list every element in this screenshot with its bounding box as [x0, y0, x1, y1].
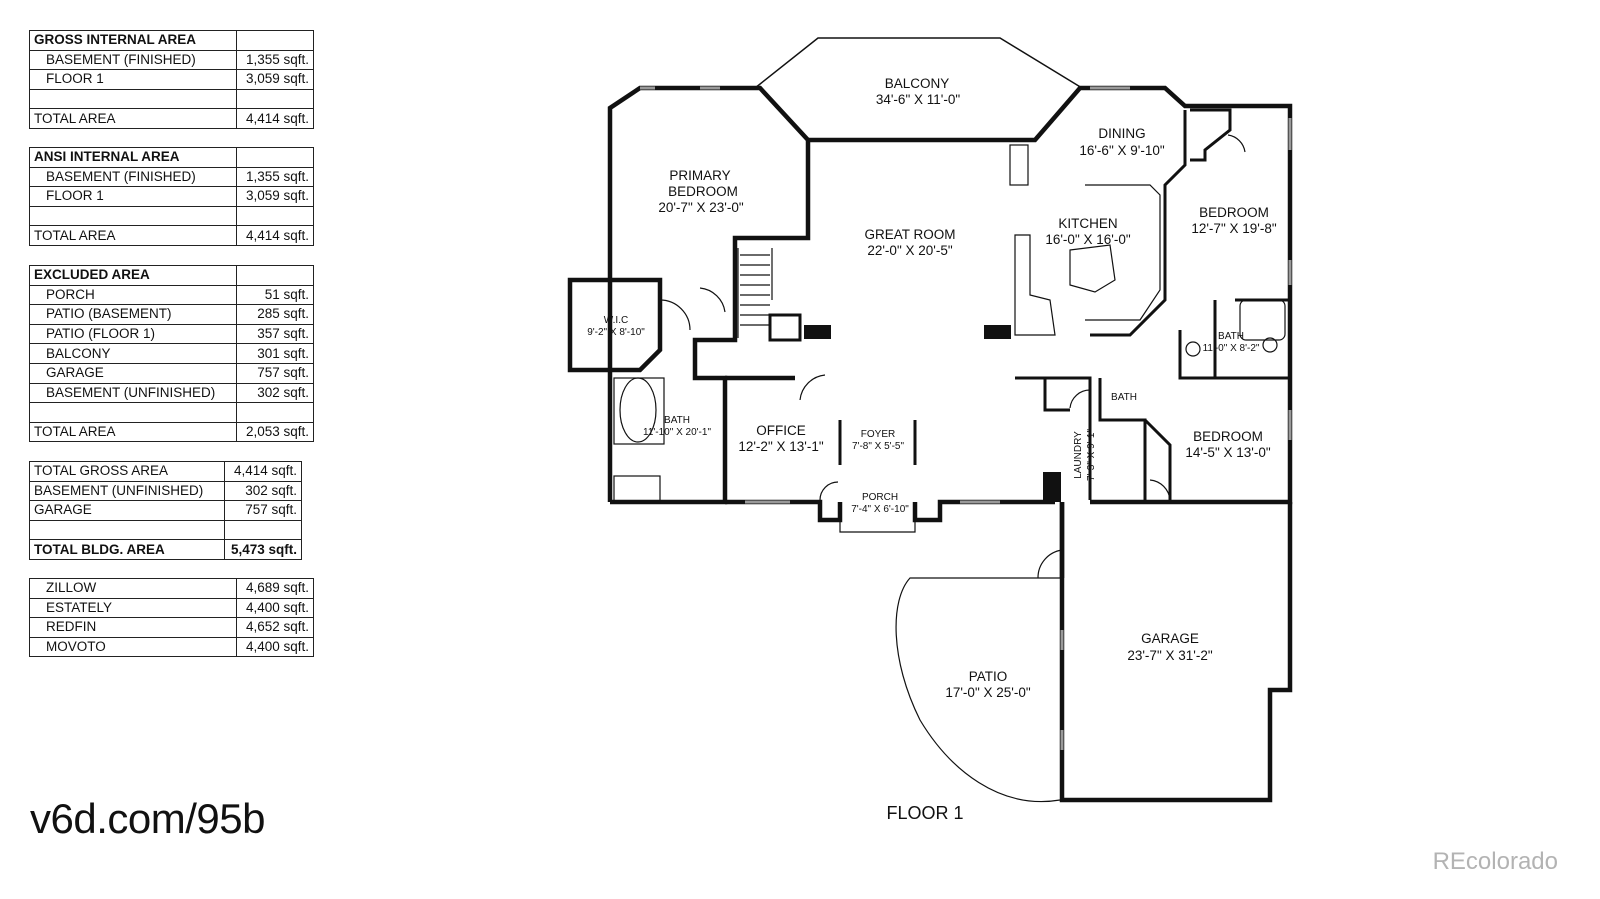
table-row: BASEMENT (UNFINISHED)302 sqft.: [29, 480, 302, 502]
room-bath-primary-size: 11'-10" X 20'-1": [643, 427, 711, 438]
room-porch-name: PORCH: [862, 492, 898, 503]
room-laundry-name: LAUNDRY: [1073, 431, 1084, 479]
table-row: PATIO (BASEMENT)285 sqft.: [29, 304, 314, 325]
row-value: 3,059 sqft.: [236, 69, 314, 90]
row-value: 2,053 sqft.: [236, 421, 314, 443]
room-laundry-size: 7'-3" X 9'-1": [1086, 429, 1097, 482]
room-kitchen-name: KITCHEN: [1058, 216, 1117, 231]
row-value: 4,652 sqft.: [236, 617, 314, 638]
row-label: ANSI INTERNAL AREA: [29, 147, 237, 168]
room-bedroom-ne-size: 12'-7" X 19'-8": [1191, 221, 1276, 236]
room-bath-e-size: 11'-0" X 8'-2": [1203, 343, 1260, 354]
room-dining-name: DINING: [1098, 126, 1145, 141]
room-bedroom-se-size: 14'-5" X 13'-0": [1185, 445, 1270, 460]
room-balcony-name: BALCONY: [885, 76, 950, 91]
row-value: 4,414 sqft.: [236, 108, 314, 129]
row-value: 4,400 sqft.: [236, 636, 314, 658]
row-value: 301 sqft.: [236, 343, 314, 364]
room-office-size: 12'-2" X 13'-1": [738, 439, 823, 454]
room-garage-name: GARAGE: [1141, 631, 1199, 646]
floor-label: FLOOR 1: [886, 803, 963, 823]
room-wic-name: W.I.C: [604, 315, 628, 326]
row-value: 285 sqft.: [236, 304, 314, 325]
row-value: 51 sqft.: [236, 284, 314, 306]
room-bath-primary-name: BATH: [664, 415, 690, 426]
room-garage-size: 23'-7" X 31'-2": [1127, 648, 1212, 663]
room-balcony-size: 34'-6" X 11'-0": [876, 92, 960, 107]
room-foyer-name: FOYER: [861, 429, 895, 440]
row-value: 4,414 sqft.: [236, 225, 314, 246]
watermark: REcolorado: [1432, 848, 1558, 875]
room-kitchen-size: 16'-0" X 16'-0": [1045, 232, 1130, 247]
row-label: TOTAL BLDG. AREA: [29, 539, 225, 560]
table-row: GROSS INTERNAL AREA: [29, 30, 314, 51]
room-primary-name2: BEDROOM: [668, 184, 738, 199]
row-value: 1,355 sqft.: [236, 166, 314, 188]
room-foyer-size: 7'-8" X 5'-5": [852, 441, 905, 452]
room-primary-name1: PRIMARY: [669, 168, 730, 183]
room-dining-size: 16'-6" X 9'-10": [1079, 143, 1164, 158]
table-row: PATIO (FLOOR 1)357 sqft.: [29, 323, 314, 345]
table-row: BASEMENT (FINISHED)1,355 sqft.: [29, 49, 314, 71]
row-value: 302 sqft.: [224, 480, 302, 502]
table-row: BASEMENT (FINISHED)1,355 sqft.: [29, 166, 314, 188]
room-patio-size: 17'-0" X 25'-0": [945, 685, 1030, 700]
room-office-name: OFFICE: [756, 423, 806, 438]
row-value: 5,473 sqft.: [224, 539, 302, 560]
room-porch-size: 7'-4" X 6'-10": [851, 504, 909, 515]
room-primary-size: 20'-7" X 23'-0": [658, 200, 743, 215]
row-label: BASEMENT (FINISHED): [29, 166, 237, 188]
room-bedroom-se-name: BEDROOM: [1193, 429, 1263, 444]
row-label: TOTAL AREA: [29, 108, 237, 129]
room-bath-mid-name: BATH: [1111, 392, 1137, 403]
appliances: [804, 325, 1061, 502]
row-value: 4,414 sqft.: [224, 461, 302, 482]
row-label: PATIO (FLOOR 1): [29, 323, 237, 345]
table-row: ANSI INTERNAL AREA: [29, 147, 314, 168]
room-bedroom-ne-name: BEDROOM: [1199, 205, 1269, 220]
short-url: v6d.com/95b: [30, 795, 265, 842]
room-bath-e-name: BATH: [1218, 331, 1244, 342]
table-row: [29, 519, 302, 541]
room-wic-size: 9'-2" X 8'-10": [587, 327, 645, 338]
row-label: PATIO (BASEMENT): [29, 304, 237, 325]
room-great-size: 22'-0" X 20'-5": [867, 243, 952, 258]
room-patio-name: PATIO: [969, 669, 1008, 684]
row-label: TOTAL AREA: [29, 421, 237, 443]
fixtures: [613, 37, 1286, 802]
windows: [640, 86, 1292, 750]
room-great-name: GREAT ROOM: [864, 227, 955, 242]
row-label: BASEMENT (UNFINISHED): [29, 480, 225, 502]
